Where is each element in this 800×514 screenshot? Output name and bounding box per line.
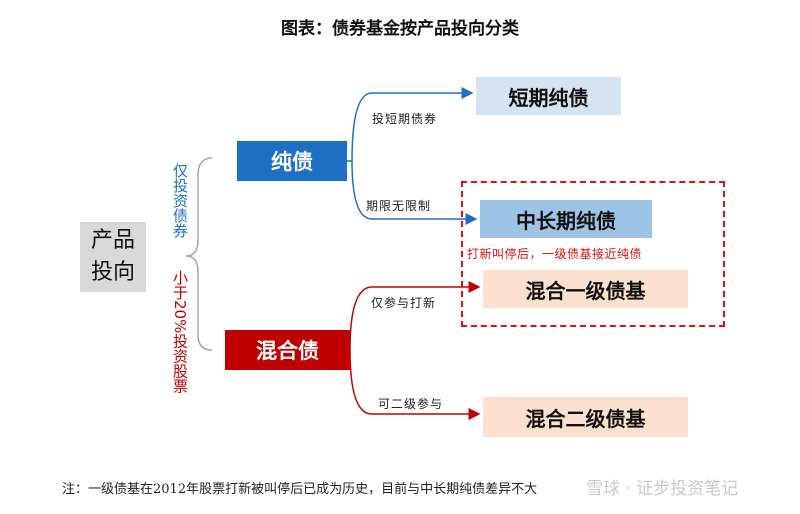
leaf-mid-long-pure-bond: 中长期纯债 xyxy=(480,200,652,238)
highlight-dashed-box xyxy=(461,181,725,327)
root-node-product-direction: 产品 投向 xyxy=(80,222,146,292)
leaf-short-term-pure-bond: 短期纯债 xyxy=(476,77,621,115)
leaf-mixed-second-level: 混合二级债基 xyxy=(483,397,688,437)
leaf-mixed-first-level: 混合一级债基 xyxy=(483,270,688,308)
mixed-lower-curve xyxy=(349,349,481,420)
side-label-bonds-only: 仅投资债券 xyxy=(171,163,189,238)
pure-upper-curve xyxy=(351,87,474,162)
edge-label-ipo-only: 仅参与打新 xyxy=(371,296,437,310)
annotation-note: 打新叫停后，一级债基接近纯债 xyxy=(467,247,643,261)
pure-lower-curve xyxy=(351,160,478,225)
node-pure-bond: 纯债 xyxy=(237,141,347,181)
edge-label-no-limit: 期限无限制 xyxy=(366,199,432,213)
mixed-upper-curve xyxy=(349,281,481,351)
root-line-2: 投向 xyxy=(90,260,135,285)
root-brace xyxy=(185,157,213,351)
diagram-title: 图表：债券基金按产品投向分类 xyxy=(281,19,519,39)
edge-label-secondary: 可二级参与 xyxy=(378,397,444,411)
node-mixed-bond: 混合债 xyxy=(225,330,350,370)
edge-label-short-term: 投短期债券 xyxy=(372,112,438,126)
watermark: 雪球 · 证步投资笔记 xyxy=(586,479,739,499)
footnote: 注：一级债基在2012年股票打新被叫停后已成为历史，目前与中长期纯债差异不大 xyxy=(62,482,538,497)
root-line-1: 产品 xyxy=(90,228,135,253)
side-label-stocks-under-20: 小于20%投资股票 xyxy=(171,270,189,394)
